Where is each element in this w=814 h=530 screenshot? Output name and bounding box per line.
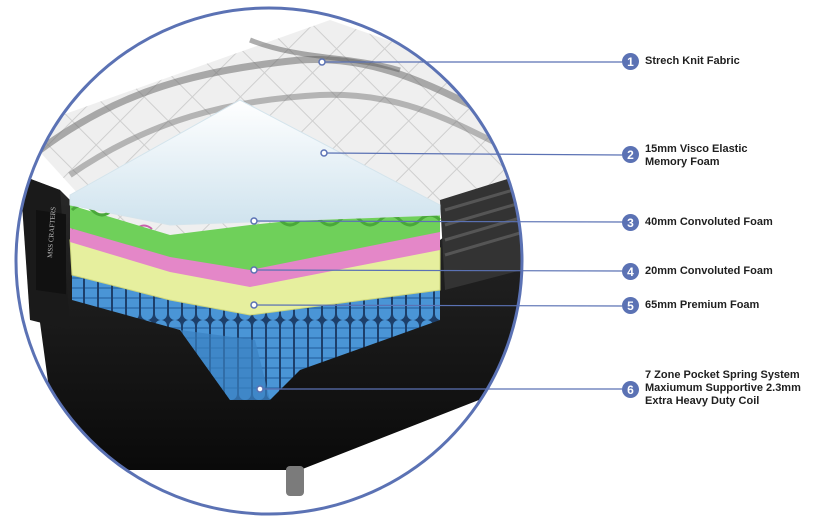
brand-label: MSS CRAFTERS xyxy=(46,206,58,258)
callout-2: 2 15mm Visco Elastic Memory Foam xyxy=(622,143,748,169)
leader-dot-3 xyxy=(250,217,258,225)
callout-4: 4 20mm Convoluted Foam xyxy=(622,263,773,280)
mattress-illustration: MSS CRAFTERS xyxy=(20,20,522,496)
callout-6: 6 7 Zone Pocket Spring System Maxiumum S… xyxy=(622,369,801,408)
callout-1-label: Strech Knit Fabric xyxy=(645,55,740,67)
callout-6-label: 7 Zone Pocket Spring System Maxiumum Sup… xyxy=(645,369,801,407)
callout-4-number: 4 xyxy=(622,263,639,280)
bed-foot xyxy=(286,466,304,496)
callout-3-number: 3 xyxy=(622,214,639,231)
leader-line-4 xyxy=(253,269,623,272)
callout-5-label: 65mm Premium Foam xyxy=(645,299,760,311)
memory-foam-layer xyxy=(69,99,441,226)
callout-4-label: 20mm Convoluted Foam xyxy=(645,265,773,277)
callout-2-number: 2 xyxy=(622,146,639,163)
leader-dot-2 xyxy=(320,149,328,157)
callout-5-number: 5 xyxy=(622,297,639,314)
callout-2-label: 15mm Visco Elastic Memory Foam xyxy=(645,143,748,168)
leader-line-2 xyxy=(323,152,623,156)
leader-lines xyxy=(253,61,623,390)
callout-1-number: 1 xyxy=(622,53,639,70)
leader-line-3 xyxy=(253,220,623,223)
callout-5: 5 65mm Premium Foam xyxy=(622,297,759,314)
convoluted-foam-20mm-layer xyxy=(70,225,440,287)
leader-dot-1 xyxy=(318,58,326,66)
leader-dot-4 xyxy=(250,266,258,274)
leader-dot-5 xyxy=(250,301,258,309)
callout-1: 1 Strech Knit Fabric xyxy=(622,53,740,70)
leader-dot-6 xyxy=(256,385,264,393)
magnifier-circle xyxy=(14,6,524,516)
callout-6-number: 6 xyxy=(622,381,639,398)
leader-dots xyxy=(250,58,328,393)
callout-3: 3 40mm Convoluted Foam xyxy=(622,214,773,231)
leader-line-5 xyxy=(253,304,623,307)
callout-3-label: 40mm Convoluted Foam xyxy=(645,216,773,228)
